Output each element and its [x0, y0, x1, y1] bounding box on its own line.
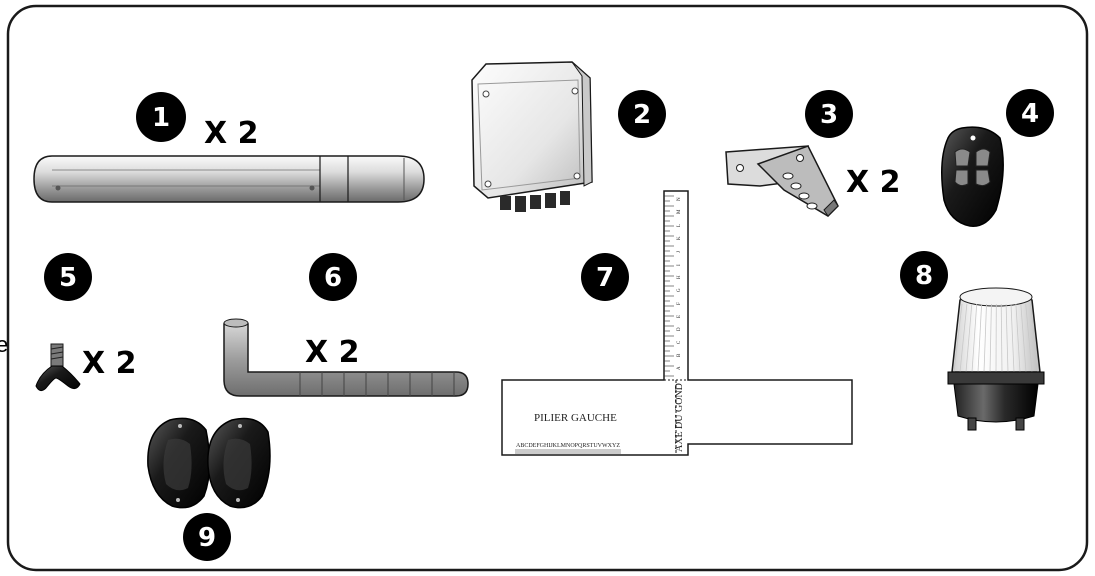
- lamp-rib: [1000, 303, 1003, 373]
- item-5-badge: [44, 253, 92, 301]
- item-3-badge: [805, 90, 853, 138]
- item-1-badge: [136, 92, 186, 142]
- item-4-badge: [1006, 89, 1054, 137]
- template-outline: [501, 190, 853, 456]
- scale-letter: E: [677, 315, 682, 318]
- photocell-right-icon: [207, 417, 271, 509]
- item-3-quantity: X 2: [846, 165, 900, 200]
- scale-letter: C: [677, 340, 682, 344]
- scale-letter: F: [677, 302, 682, 305]
- lamp-rib: [965, 303, 973, 373]
- item-6-quantity: X 2: [305, 335, 359, 370]
- lamp-rib: [1015, 303, 1021, 373]
- scale-letter: N: [677, 197, 682, 201]
- photocell-left-icon: [147, 417, 211, 509]
- scale-letter: I: [677, 264, 682, 266]
- lamp-rib: [959, 303, 968, 373]
- item-7-badge: [581, 253, 629, 301]
- item-5-quantity: X 2: [82, 346, 136, 381]
- lamp-rib: [1010, 303, 1015, 373]
- item-2-badge: [618, 90, 666, 138]
- warning-light-icon: [947, 287, 1045, 431]
- lamp-rib: [977, 303, 982, 373]
- lamp-rib: [1005, 303, 1009, 373]
- scale-letter: J: [677, 251, 682, 253]
- item-9-badge: [183, 513, 231, 561]
- template-alphabet-ticks: [515, 449, 621, 454]
- template-ruler: [664, 195, 674, 377]
- item-5-wing-screw: 5 X 2: [35, 253, 136, 392]
- release-bar-illustration: [223, 318, 469, 397]
- scale-letter: M: [677, 209, 682, 214]
- item-9-photocells: 9: [147, 417, 271, 561]
- control-box-illustration: [471, 61, 593, 212]
- scale-letter: H: [677, 275, 682, 279]
- lamp-rib: [971, 303, 978, 373]
- bracket-illustration: [725, 145, 839, 217]
- lamp-rib: [1025, 303, 1033, 373]
- lamp-rib: [1030, 303, 1039, 373]
- item-7-number: 7: [596, 263, 614, 293]
- edge-glyph: e: [0, 332, 8, 357]
- template-axis-label: AXE DU GOND: [674, 383, 685, 452]
- template-pillar-label: PILIER GAUCHE: [534, 412, 617, 424]
- item-8-number: 8: [915, 261, 933, 291]
- template-alphabet: ABCDEFGHIJKLMNOPQRSTUVWXYZ: [516, 443, 620, 449]
- item-7-drilling-template: 7 A B C D E F G H I J K L M N PILIER GAUCHE AXE DU GO…: [501, 190, 853, 456]
- item-6-release-bar: 6 X 2: [223, 253, 469, 397]
- item-3-number: 3: [820, 100, 838, 130]
- item-4-remote-control: 4: [941, 89, 1054, 227]
- item-2-control-box: 2: [471, 61, 666, 212]
- item-2-number: 2: [633, 100, 651, 130]
- item-1-gate-motor: 1 X 2: [33, 92, 425, 203]
- lamp-rib: [953, 303, 963, 373]
- item-4-number: 4: [1021, 99, 1039, 129]
- scale-letter: G: [677, 288, 682, 292]
- lamp-rib: [1020, 303, 1027, 373]
- item-6-number: 6: [324, 263, 342, 293]
- item-8-badge: [900, 251, 948, 299]
- item-5-number: 5: [59, 263, 77, 293]
- lamp-rib: [983, 303, 987, 373]
- scale-letter: L: [677, 224, 682, 227]
- item-8-flashing-light: 8: [900, 251, 1045, 431]
- item-6-badge: [309, 253, 357, 301]
- scale-letter: B: [677, 353, 682, 357]
- scale-letter: K: [677, 236, 682, 240]
- scale-letter: D: [677, 327, 682, 331]
- scale-letter: A: [677, 366, 682, 370]
- item-9-number: 9: [198, 523, 216, 553]
- wing-screw-icon: [35, 343, 81, 392]
- lamp-rib: [989, 303, 992, 373]
- item-3-mounting-bracket: 3 X 2: [725, 90, 900, 217]
- item-1-number: 1: [152, 103, 170, 133]
- motor-illustration: [33, 155, 425, 203]
- remote-icon: [941, 126, 1004, 227]
- template-scale-letters: A B C D E F G H I J K L M N: [677, 197, 682, 370]
- item-1-quantity: X 2: [204, 116, 258, 151]
